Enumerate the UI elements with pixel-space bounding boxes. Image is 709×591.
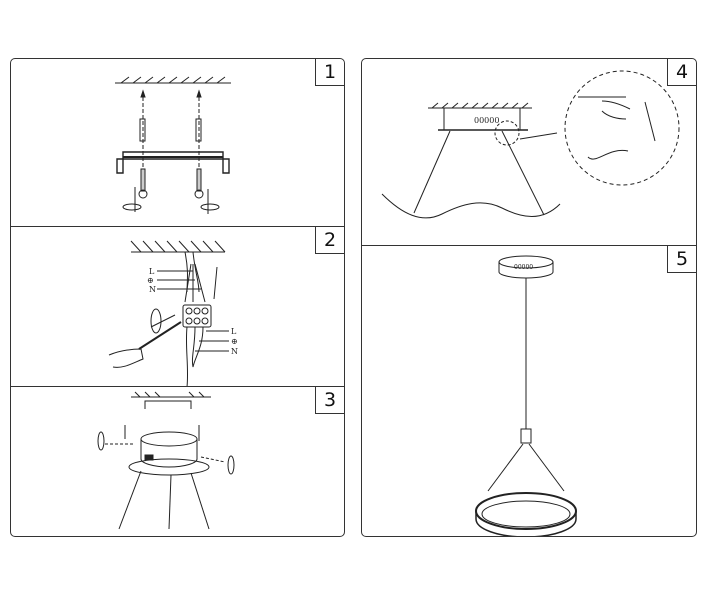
step-4-number: 4: [667, 59, 696, 86]
right-panel: 00000 00000 4 5: [361, 58, 697, 537]
step-2-number: 2: [315, 227, 344, 254]
step-5-number: 5: [667, 246, 696, 273]
step-5-section: 5: [362, 245, 696, 537]
driver-label: 00000: [474, 116, 499, 125]
step-4-height-adjust-illustration: [381, 70, 680, 219]
step-3-mount-illustration: [97, 391, 235, 530]
label-neutral-top: N: [149, 285, 156, 294]
step-5-finished-pendant-illustration: [475, 255, 577, 536]
step-1-ceiling-bracket-illustration: [115, 76, 231, 214]
left-panel-drawings: L ⊕ N L ⊕ N: [97, 76, 238, 530]
wire-labels: L ⊕ N L ⊕ N: [147, 267, 238, 356]
label-neutral-bottom: N: [231, 347, 238, 356]
left-panel: L ⊕ N L ⊕ N 1 2 3: [10, 58, 345, 537]
label-live-bottom: L: [231, 327, 237, 336]
canopy-label: 00000: [514, 264, 533, 271]
label-earth-bottom: ⊕: [231, 337, 238, 346]
step-3-section: 3: [11, 386, 344, 537]
label-live-top: L: [149, 267, 155, 276]
label-earth-top: ⊕: [147, 276, 154, 285]
step-1-number: 1: [315, 59, 344, 86]
right-panel-drawings: 00000 00000: [381, 70, 680, 536]
step-2-wiring-illustration: [108, 240, 229, 388]
step-2-section: 2: [11, 226, 344, 387]
step-3-number: 3: [315, 387, 344, 414]
